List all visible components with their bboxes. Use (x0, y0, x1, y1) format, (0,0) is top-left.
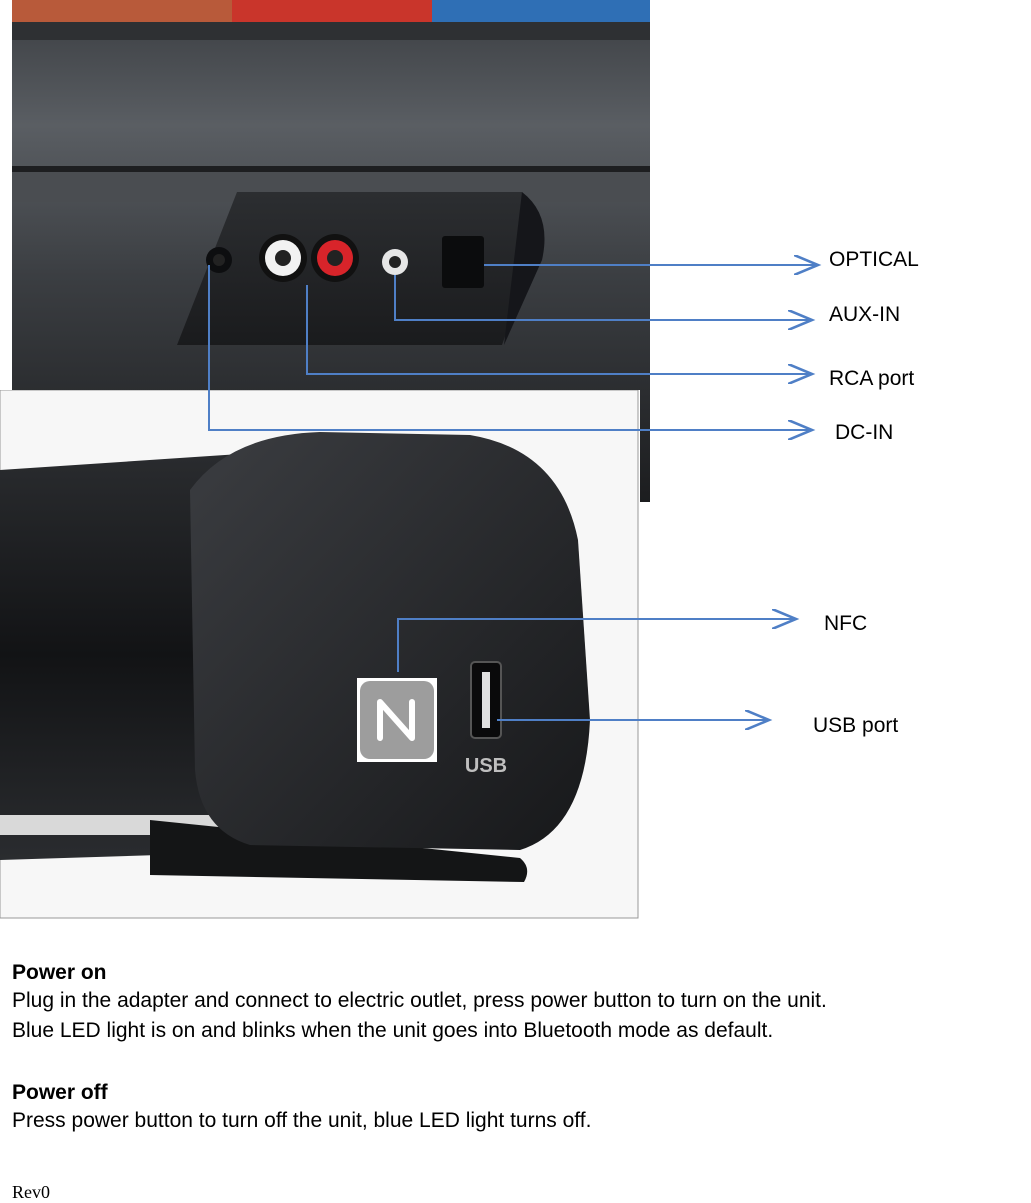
aux-in-label: AUX-IN (829, 303, 901, 326)
dc-in-label: DC-IN (835, 421, 894, 444)
power-on-heading: Power on (12, 961, 107, 984)
dc-in-jack (206, 247, 232, 273)
usb-port: USB (465, 661, 507, 777)
usb-badge-label: USB (465, 755, 507, 777)
rca-port-label: RCA port (829, 367, 915, 390)
aux-in-leader-line (394, 275, 812, 320)
optical-port (442, 236, 484, 288)
power-on-line-1: Plug in the adapter and connect to elect… (12, 989, 827, 1012)
revision-footer: Rev0 (12, 1182, 50, 1202)
power-off-line-1: Press power button to turn off the unit,… (12, 1109, 592, 1132)
nfc-logo (357, 678, 437, 762)
optical-label: OPTICAL (829, 248, 919, 271)
rca-red-jack (311, 234, 359, 282)
aux-in-jack (382, 249, 408, 275)
usb-port-label: USB port (813, 714, 899, 737)
power-on-line-2: Blue LED light is on and blinks when the… (12, 1019, 774, 1042)
port-panel (177, 192, 542, 345)
side-panel-photo: USB (0, 390, 640, 920)
end-cap (190, 432, 590, 850)
dc-in-leader-line (208, 265, 812, 430)
nfc-leader-line (397, 619, 796, 672)
rca-white-jack (259, 234, 307, 282)
nfc-label: NFC (824, 612, 868, 635)
power-off-heading: Power off (12, 1081, 108, 1104)
callout-leader-lines (208, 0, 1031, 920)
rca-leader-line (306, 285, 812, 374)
